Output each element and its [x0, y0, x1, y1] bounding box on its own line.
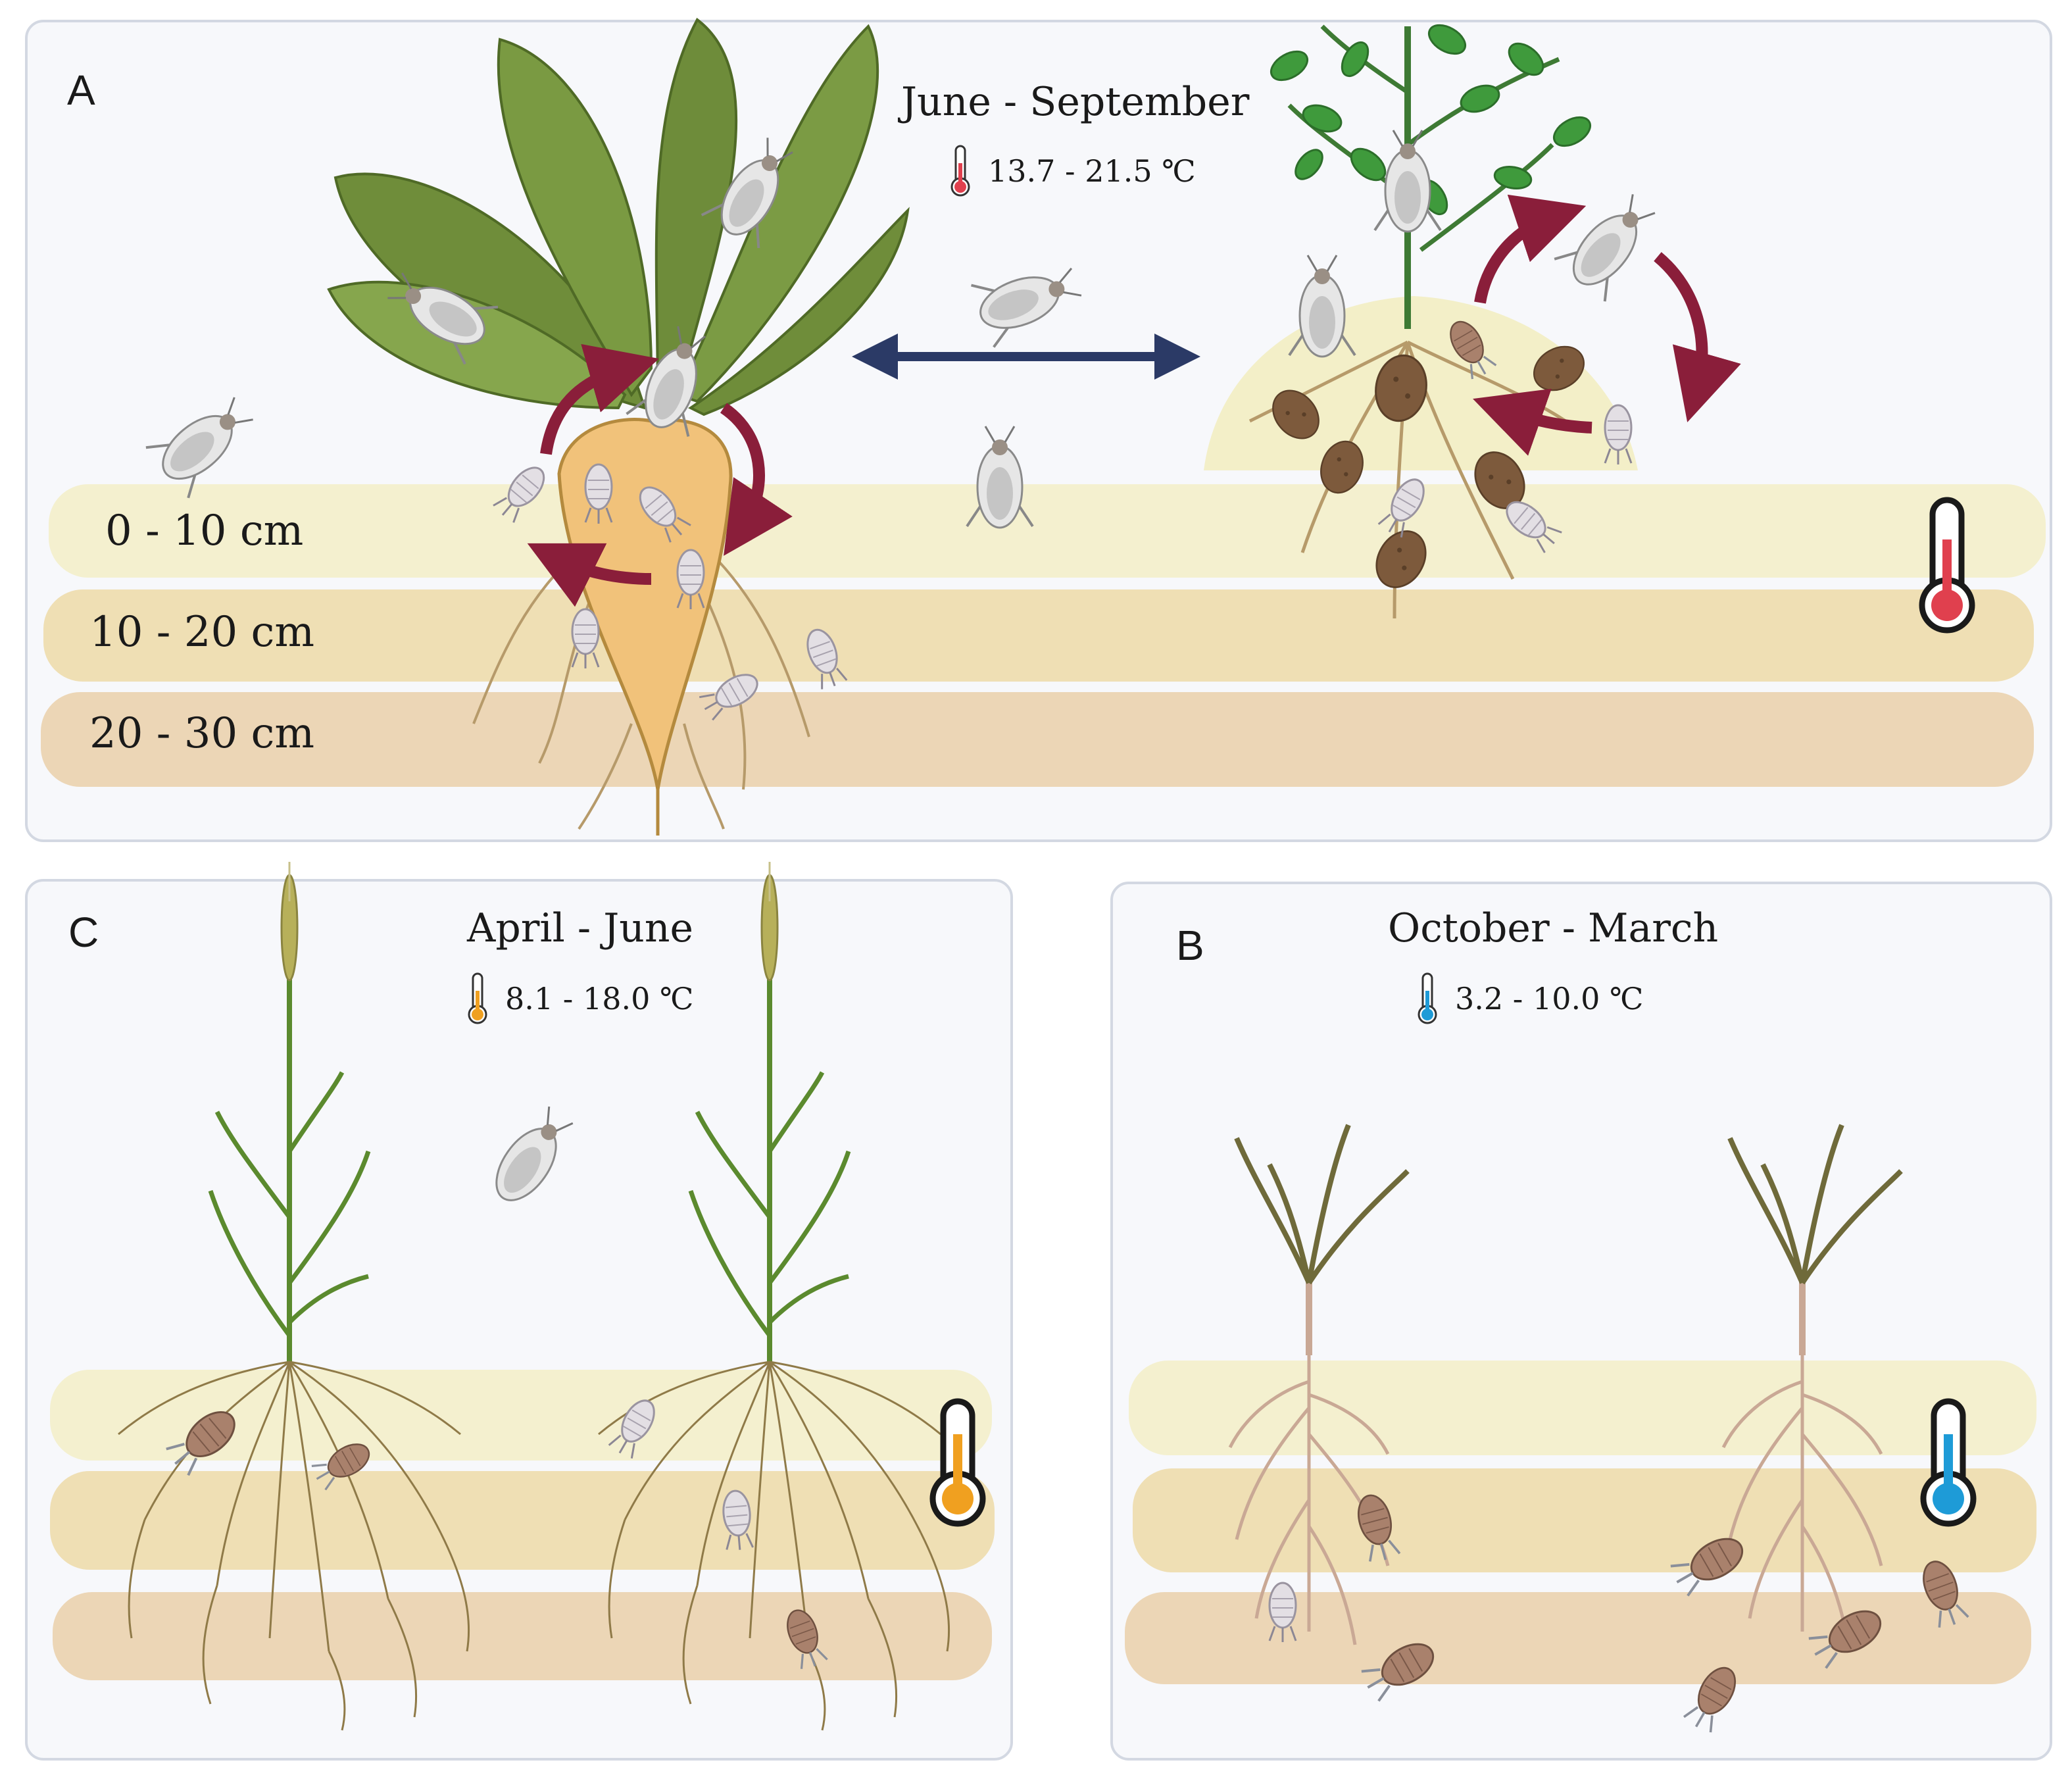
soil-band-20-30 — [53, 1592, 992, 1680]
soil-band-20-30 — [41, 692, 2034, 787]
seedling-icon — [1230, 1125, 1408, 1645]
panel-b-temperature: 3.2 - 10.0 ℃ — [1455, 981, 1644, 1016]
sugar-beet-icon — [327, 17, 910, 836]
depth-label-0-10: 0 - 10 cm — [105, 507, 304, 555]
cricket-nymph-icon — [1352, 1490, 1402, 1565]
cricket-nymph-icon — [1681, 1660, 1744, 1736]
cricket-adult-icon — [483, 1101, 581, 1212]
thermometer-icon — [950, 145, 970, 197]
panel-a-season: June - September — [901, 79, 1250, 125]
panel-b-season: October - March — [1388, 905, 1719, 951]
cycle-arrow — [1473, 388, 1592, 456]
thermometer-icon — [468, 972, 487, 1024]
wheat-plant-icon — [599, 862, 949, 1730]
cycle-arrow — [527, 543, 652, 607]
soil-band-10-20 — [43, 589, 2034, 682]
seedling-icon — [1723, 1125, 1901, 1645]
cycle-arrow — [540, 343, 659, 455]
panel-c-temperature-row: 8.1 - 18.0 ℃ — [464, 971, 693, 1026]
thermometer-icon — [929, 1398, 986, 1527]
cricket-nymph-icon — [162, 1402, 244, 1478]
cycle-arrow — [1474, 194, 1587, 304]
panel-b-letter: B — [1176, 922, 1204, 969]
thermometer-icon — [1418, 972, 1437, 1024]
soil-band-0-10 — [1129, 1361, 2036, 1455]
panel-c-season: April - June — [467, 905, 694, 951]
cricket-nymph-icon — [1805, 1601, 1889, 1671]
cycle-arrow — [1654, 252, 1741, 422]
wheat-plant-icon — [118, 862, 469, 1730]
panel-b-temperature-row: 3.2 - 10.0 ℃ — [1414, 971, 1643, 1026]
cricket-nymph-icon — [1358, 1634, 1442, 1704]
cycle-arrow — [720, 403, 793, 556]
cricket-nymph-icon — [607, 1394, 662, 1461]
panel-a-letter: A — [67, 66, 95, 114]
depth-label-10-20: 10 - 20 cm — [89, 608, 315, 657]
soil-band-10-20 — [1133, 1468, 2036, 1572]
thermometer-icon — [1920, 1398, 1977, 1527]
panel-a-temperature: 13.7 - 21.5 ℃ — [988, 153, 1196, 189]
cricket-nymph-icon — [781, 1605, 829, 1672]
thermometer-icon — [1919, 497, 1975, 634]
cricket-nymph-icon — [1667, 1529, 1751, 1599]
cricket-nymph-icon — [720, 1488, 754, 1553]
cricket-nymph-icon — [1916, 1555, 1971, 1632]
soil-band-10-20 — [50, 1471, 995, 1570]
cricket-nymph-icon — [1268, 1582, 1297, 1643]
depth-label-20-30: 20 - 30 cm — [89, 709, 315, 758]
panel-c-temperature: 8.1 - 18.0 ℃ — [505, 981, 694, 1016]
panel-a-temperature-row: 13.7 - 21.5 ℃ — [947, 143, 1196, 199]
soil-band-0-10 — [49, 484, 2046, 578]
panel-c-letter: C — [68, 909, 99, 956]
cricket-nymph-icon — [308, 1436, 376, 1492]
